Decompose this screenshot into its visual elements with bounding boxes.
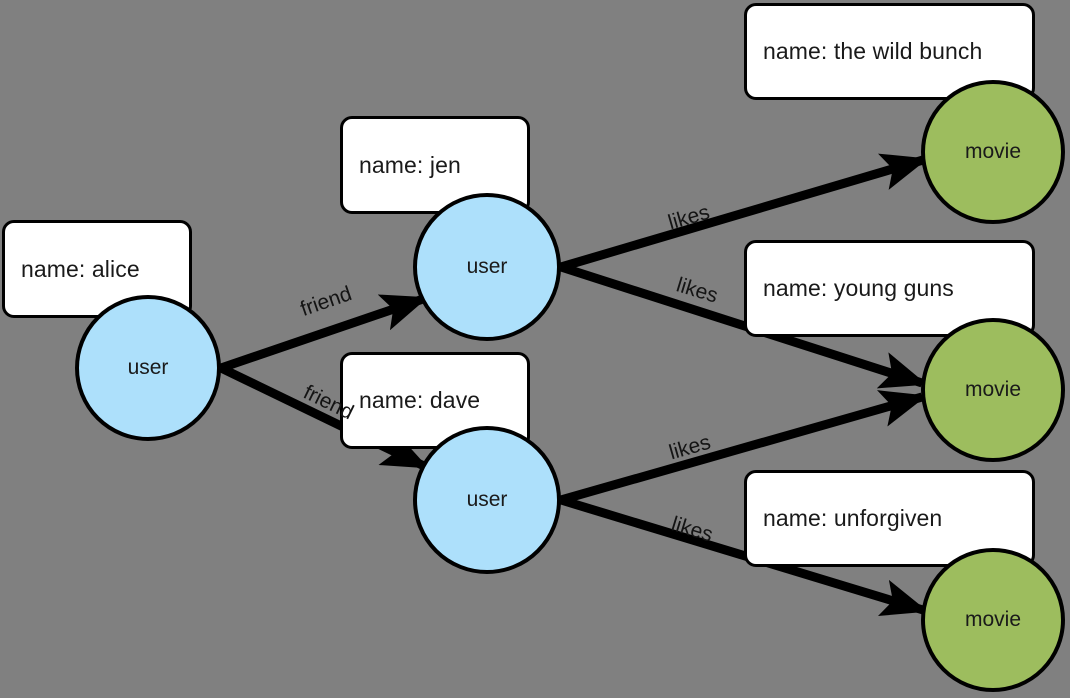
- edge-alice-dave: [219, 363, 429, 471]
- node-unforgiven[interactable]: movie: [921, 548, 1065, 692]
- node-label: user: [466, 255, 508, 278]
- property-box-label: name: jen: [359, 151, 461, 178]
- property-box-label: name: the wild bunch: [763, 38, 983, 64]
- edge-jen-wildbunch: [559, 153, 929, 272]
- node-label: user: [466, 488, 508, 511]
- node-label: movie: [964, 140, 1022, 163]
- node-alice[interactable]: user: [75, 295, 221, 441]
- node-label: user: [127, 356, 169, 379]
- edge-alice-jen: [219, 294, 429, 373]
- node-jen[interactable]: user: [413, 193, 561, 341]
- node-youngguns[interactable]: movie: [921, 318, 1065, 462]
- edge-dave-youngguns: [559, 390, 928, 505]
- edge-jen-youngguns: [559, 262, 928, 389]
- node-wildbunch[interactable]: movie: [921, 80, 1065, 224]
- edge-dave-unforgiven: [559, 495, 929, 617]
- property-box-label: name: dave: [359, 387, 481, 413]
- node-label: movie: [964, 378, 1022, 401]
- property-box-label: name: young guns: [763, 275, 954, 301]
- property-box-label: name: unforgiven: [763, 505, 943, 531]
- property-box-label: name: alice: [21, 255, 140, 282]
- node-label: movie: [964, 608, 1022, 631]
- node-dave[interactable]: user: [413, 426, 561, 574]
